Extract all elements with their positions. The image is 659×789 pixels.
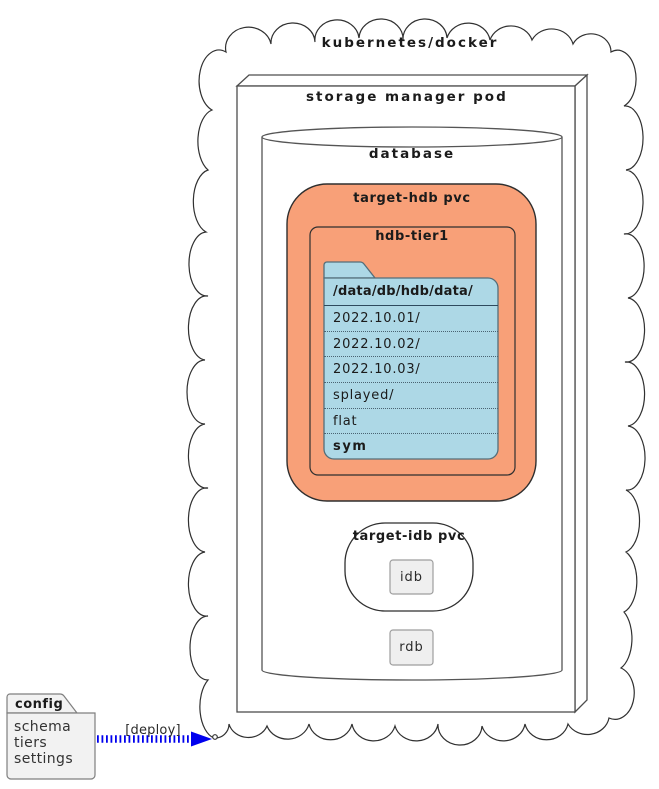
cloud-label: kubernetes/docker bbox=[321, 35, 499, 51]
deploy-arrow bbox=[97, 731, 218, 747]
pod-node-top-face bbox=[235, 74, 589, 87]
config-line: schema bbox=[14, 719, 72, 735]
config-folder-body bbox=[6, 712, 96, 780]
deploy-arrow-label: [deploy] bbox=[125, 723, 181, 738]
config-line: tiers bbox=[14, 735, 48, 751]
folder-row: splayed/ bbox=[324, 383, 498, 409]
idb-pvc-label: target-idb pvc bbox=[352, 529, 466, 544]
config-folder-label: config bbox=[15, 697, 64, 712]
cloud-anchor-point bbox=[212, 734, 218, 740]
hdb-folder-tab bbox=[323, 261, 377, 279]
hdb-pvc-label: target-hdb pvc bbox=[353, 191, 471, 206]
folder-row: 2022.10.02/ bbox=[324, 332, 498, 358]
database-label: database bbox=[368, 146, 456, 162]
rdb-box bbox=[389, 629, 434, 666]
hdb-folder-shape bbox=[323, 261, 499, 460]
idb-label: idb bbox=[399, 569, 424, 585]
rdb-label: rdb bbox=[399, 640, 424, 655]
folder-path-header: /data/db/hdb/data/ bbox=[324, 278, 498, 306]
config-folder-tab bbox=[6, 693, 79, 714]
pod-node-side-face bbox=[574, 73, 588, 714]
folder-row: flat bbox=[324, 409, 498, 435]
folder-row: 2022.10.01/ bbox=[324, 306, 498, 332]
folder-row: 2022.10.03/ bbox=[324, 357, 498, 384]
hdb-folder-listing: /data/db/hdb/data/ 2022.10.01/ 2022.10.0… bbox=[324, 278, 498, 459]
config-line: settings bbox=[14, 751, 74, 767]
pod-label: storage manager pod bbox=[306, 89, 508, 105]
folder-row: sym bbox=[333, 439, 368, 455]
hdb-tier1-label: hdb-tier1 bbox=[375, 229, 449, 244]
config-folder-contents: schema tiers settings bbox=[14, 719, 94, 767]
config-folder-shape bbox=[6, 693, 96, 780]
hdb-folder-body bbox=[323, 277, 499, 460]
database-cylinder-top bbox=[261, 126, 563, 148]
idb-box bbox=[389, 559, 434, 595]
deploy-arrowhead-icon bbox=[191, 731, 212, 747]
